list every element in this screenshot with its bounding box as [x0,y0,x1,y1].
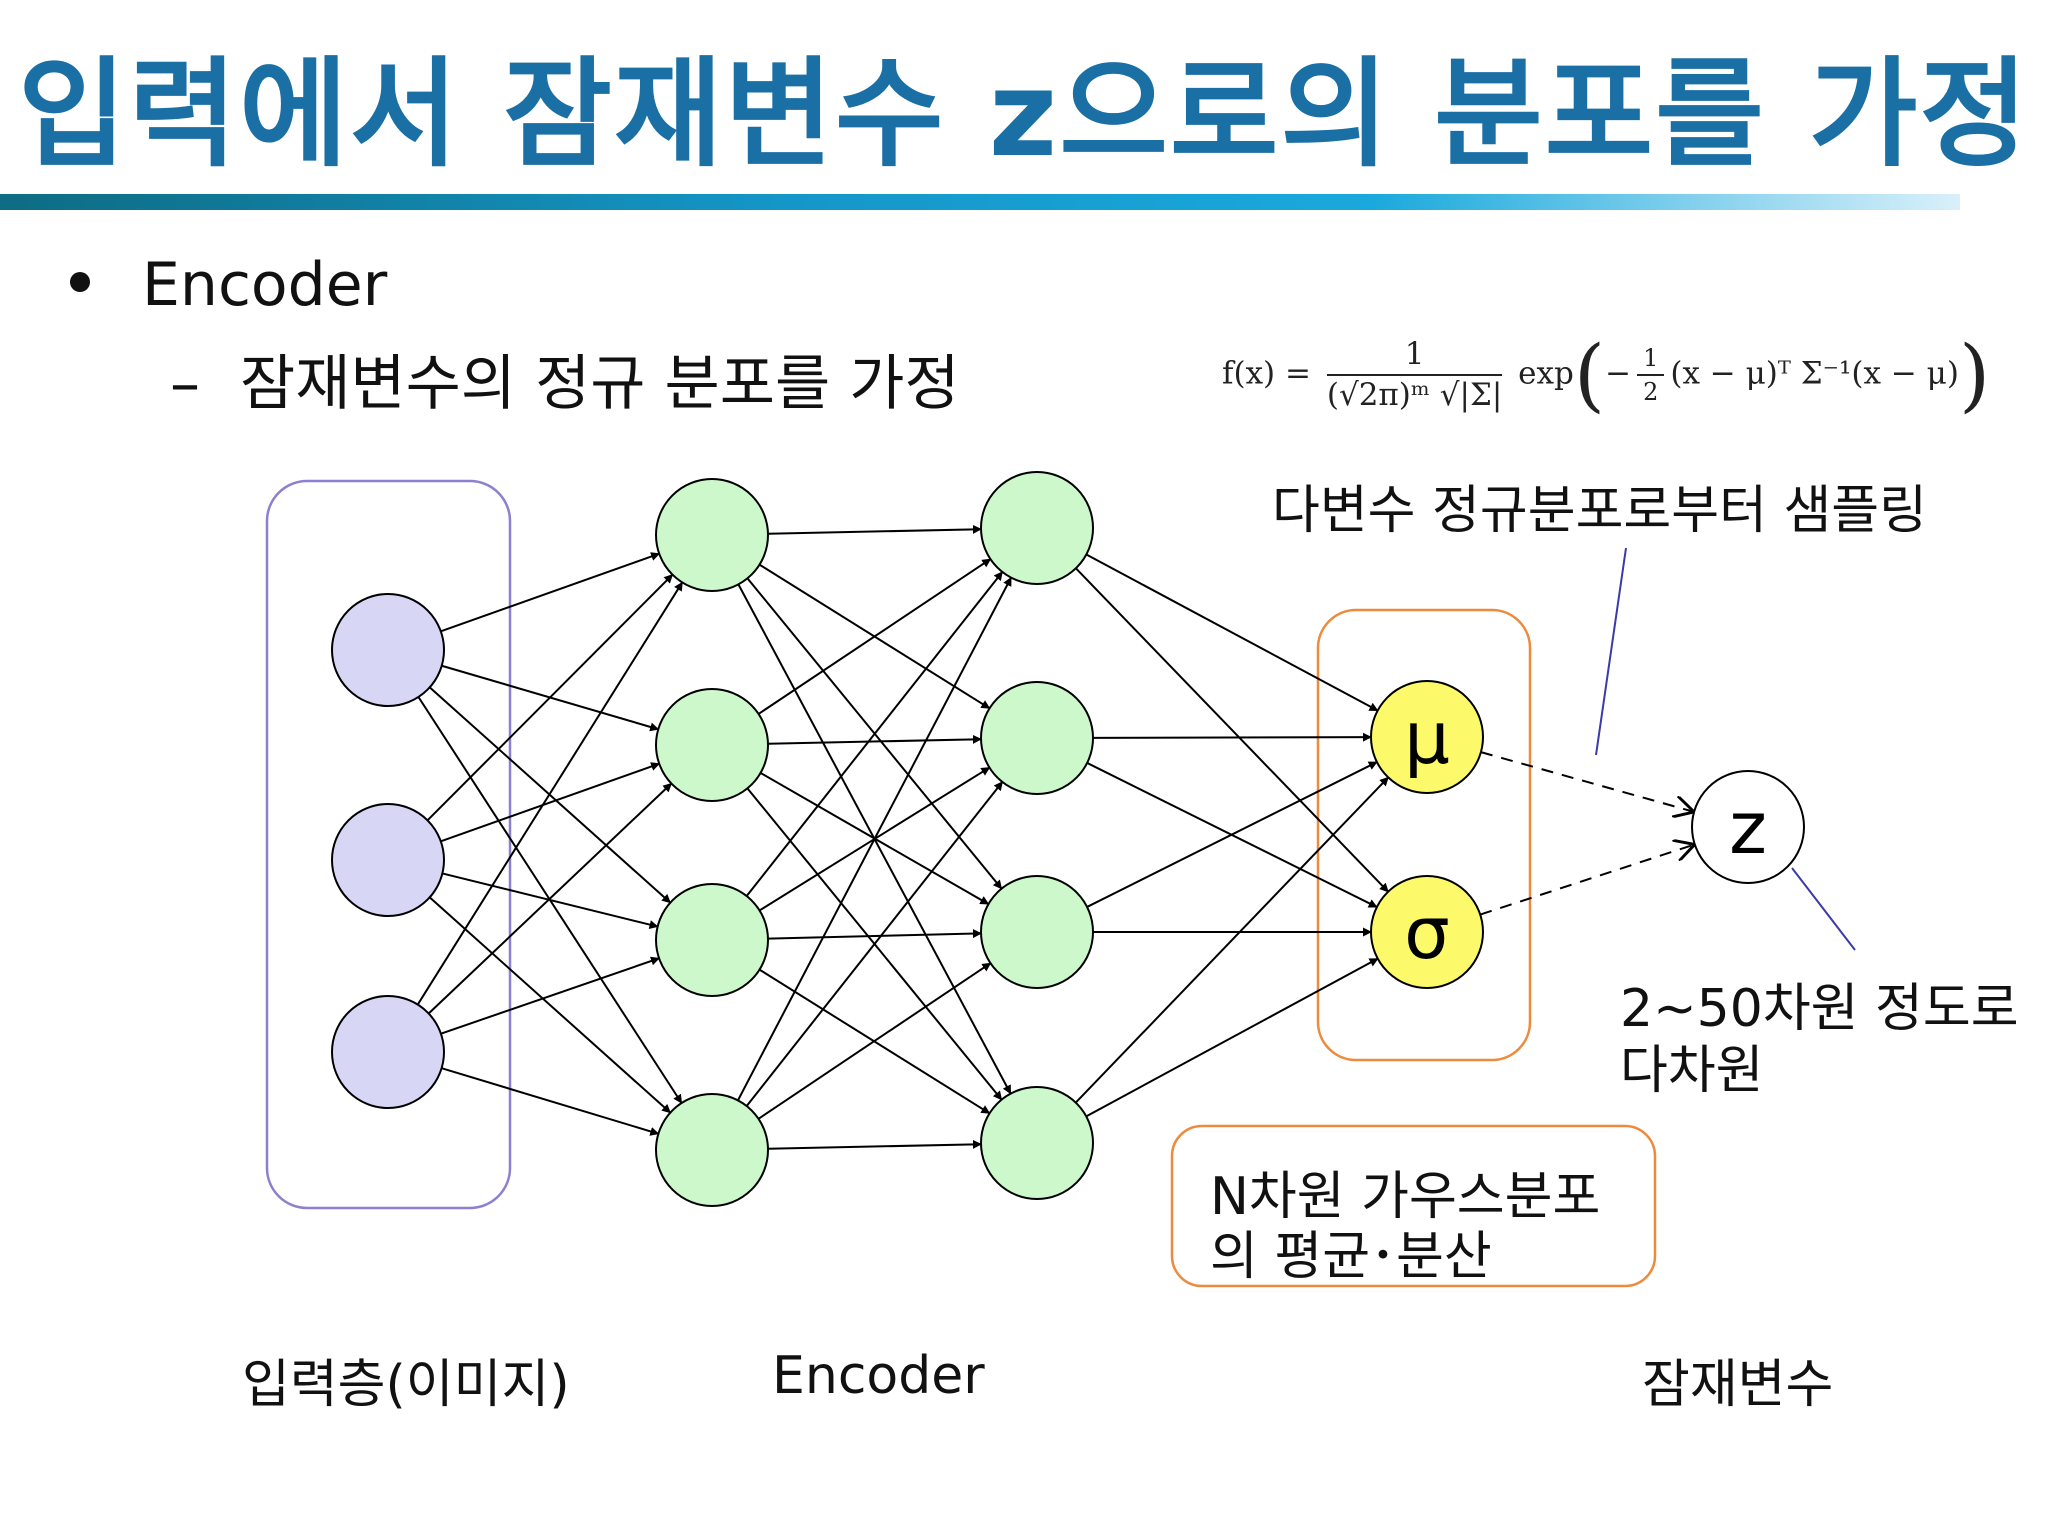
dimension-callout-line [1791,867,1856,951]
edge-hidden1-to-hidden2 [767,929,982,940]
sigma-label: σ [1404,891,1450,975]
latent-variable-label: 잠재변수 [1642,1355,1834,1415]
input-node [331,803,445,917]
edge-hidden1-to-hidden2 [767,734,982,745]
edge-hidden2-to-mu [1086,761,1378,908]
input-layer-box [265,479,512,1210]
sampling-annotation: 다변수 정규분포로부터 샘플링 [1272,481,1927,541]
title-underline [0,194,1960,210]
hidden1-node [655,688,769,802]
formula-right-paren: ) [1958,328,1991,421]
encoder-label: Encoder [772,1346,985,1406]
sampling-callout-line [1595,547,1627,756]
edge-input-to-hidden1 [440,762,661,843]
edge-input-to-hidden1 [416,581,684,1006]
input-layer-label: 입력층(이미지) [242,1355,570,1415]
edge-hidden2-to-sigma [1075,567,1389,893]
edge-hidden1-to-hidden2 [745,781,1004,1107]
formula-numerator: 1 [1326,339,1503,376]
hidden1-node [655,1093,769,1207]
formula-quadratic: (x − μ)ᵀ Σ⁻¹(x − μ) [1670,355,1959,392]
formula-lhs: f(x) = [1222,355,1311,392]
formula-fraction: 1 (√2π)ᵐ √|Σ| [1326,339,1503,413]
sub-bullet-text: 잠재변수의 정규 분포를 가정 [240,349,960,419]
param-box [1316,608,1532,1062]
edge-mu-to-z [1480,751,1694,812]
z-node [1691,770,1805,884]
z-label: z [1729,786,1767,870]
formula-half-den: 2 [1643,378,1659,406]
edge-hidden2-to-mu [1092,732,1372,742]
input-node [331,995,445,1109]
edge-input-to-hidden1 [441,1067,660,1136]
hidden2-node [980,681,1094,795]
edge-hidden1-to-hidden2 [757,962,992,1120]
edge-hidden2-to-mu [1085,553,1379,712]
edge-hidden2-to-sigma [1085,957,1379,1118]
mu-label: μ [1404,696,1450,780]
edge-input-to-hidden1 [440,956,660,1035]
edge-sigma-to-z [1479,844,1695,916]
edge-input-to-hidden1 [442,872,659,930]
dimension-annotation-line1: 2~50차원 정도로 [1620,979,2019,1039]
sub-bullet-dash: – [170,349,200,419]
bullet-dot-icon [70,272,90,293]
edge-input-to-hidden1 [426,573,674,822]
hidden2-node [980,471,1094,585]
edge-hidden2-to-mu [1075,776,1389,1104]
formula-exp: exp [1518,355,1574,392]
gauss-annotation-line2: 의 평균･분산 [1210,1227,1492,1287]
sub-bullet-normal-dist: –잠재변수의 정규 분포를 가정 [170,335,960,422]
edge-hidden1-to-hidden2 [745,571,1004,897]
mu-node [1370,680,1484,794]
formula-half-num: 1 [1637,346,1665,376]
dimension-annotation-line2: 다차원 [1620,1041,1764,1101]
edge-hidden1-to-hidden2 [767,1139,982,1150]
edge-hidden1-to-hidden2 [758,558,992,715]
edge-input-to-hidden1 [427,782,673,1015]
sigma-node [1370,875,1484,989]
hidden2-node [980,1086,1094,1200]
edge-hidden1-to-hidden2 [737,576,1012,1101]
slide-title: 입력에서 잠재변수 z으로의 분포를 가정 [18,45,2030,183]
input-node [331,593,445,707]
hidden1-node [655,883,769,997]
bullet-encoder-text: Encoder [142,250,388,320]
hidden2-node [980,875,1094,989]
edge-hidden1-to-hidden2 [767,524,982,535]
gauss-annotation-box [1170,1124,1657,1288]
hidden1-node [655,478,769,592]
bullet-encoder: Encoder [70,250,387,320]
gauss-annotation-line1: N차원 가우스분포 [1210,1167,1601,1227]
formula-left-paren: ( [1573,328,1606,421]
formula-minus: − [1605,355,1632,392]
edge-input-to-hidden1 [429,896,671,1114]
formula-denominator: (√2π)ᵐ √|Σ| [1326,377,1503,413]
edge-input-to-hidden1 [440,552,661,633]
